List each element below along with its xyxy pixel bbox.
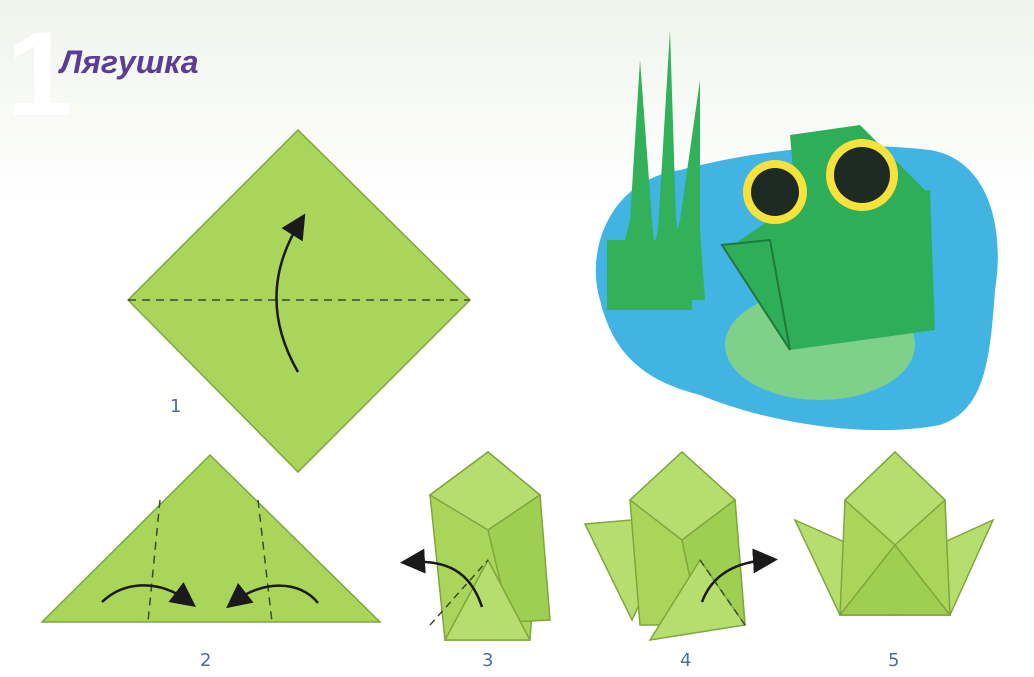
step-1-diagram	[128, 130, 470, 472]
step-3-diagram	[410, 452, 550, 640]
step-5-diagram	[795, 452, 993, 615]
paper-triangle	[42, 455, 380, 622]
grass-blades	[607, 30, 705, 310]
step-4-diagram	[585, 452, 768, 640]
step-label-4: 4	[680, 650, 691, 671]
frog-right-eye	[826, 139, 898, 211]
step-label-2: 2	[200, 650, 211, 671]
paper-square	[128, 130, 470, 472]
finished-frog-illustration	[596, 30, 998, 430]
step-label-5: 5	[888, 650, 899, 671]
step-label-1: 1	[170, 396, 181, 417]
step-label-3: 3	[482, 650, 493, 671]
frog-left-eye	[743, 160, 807, 224]
step-2-diagram	[42, 455, 380, 622]
